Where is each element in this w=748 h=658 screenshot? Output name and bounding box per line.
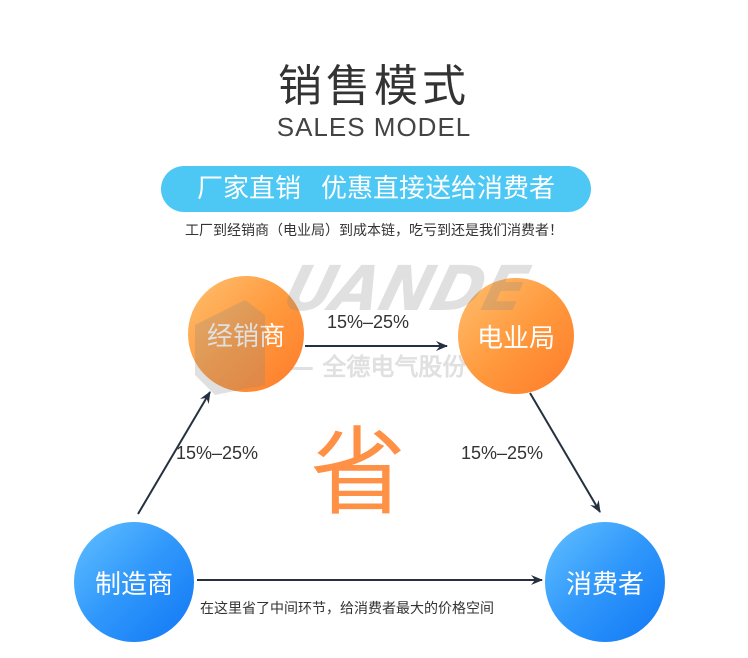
node-consumer-label: 消费者 [565,569,644,600]
bottom-note: 在这里省了中间环节，给消费者最大的价格空间 [200,601,494,617]
center-label: 省 [310,417,406,529]
arrow-manufacturer-to-dealer [137,391,211,515]
edge-label-utility-consumer: 15%–25% [461,443,544,463]
node-manufacturer: 制造商 [74,522,194,642]
edge-label-manufacturer-dealer: 15%–25% [176,443,259,463]
banner-part2: 优惠直接送给消费者 [321,174,556,204]
page-subtitle: SALES MODEL [276,112,472,142]
node-consumer: 消费者 [545,522,665,642]
edge-label-dealer-utility: 15%–25% [327,312,410,332]
banner: 厂家直销优惠直接送给消费者 [161,166,591,212]
banner-part1: 厂家直销 [196,174,301,204]
note-text: 工厂到经销商（电业局）到成本链，吃亏到还是我们消费者！ [185,223,563,239]
node-utility: 电业局 [458,278,574,394]
node-utility-label: 电业局 [476,323,555,354]
node-dealer-label: 经销商 [206,321,285,352]
page-title: 销售模式 [278,61,470,112]
node-dealer: 经销商 [188,276,304,392]
arrow-utility-to-consumer [529,392,601,513]
node-manufacturer-label: 制造商 [94,569,173,600]
